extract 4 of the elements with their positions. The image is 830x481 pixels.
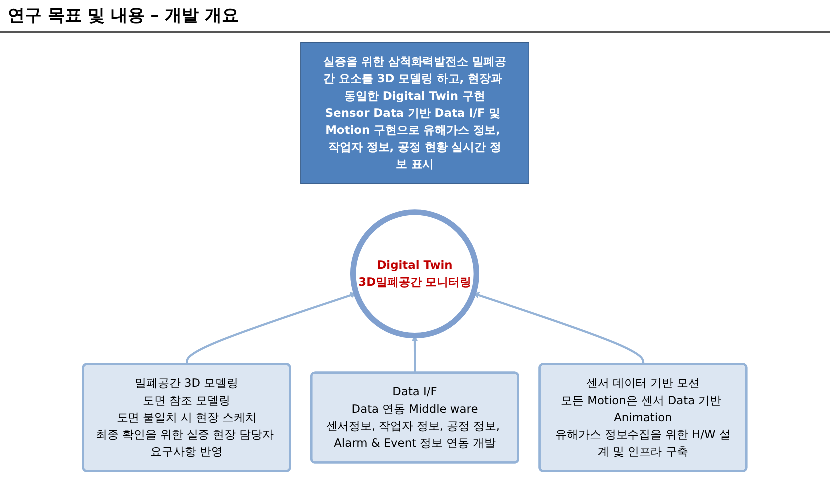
node-circle: Digital Twin 3D밀폐공간 모니터링 bbox=[350, 210, 480, 339]
node-box: 실증을 위한 삼척화력발전소 밀폐공간 요소를 3D 모델링 하고, 현장과 동일한 Digital Twin 구현 Sensor Data 기반 Data I/F 및 Motion 구현으로 유해가스 정보, 작업자 정보, 공정 현황 실시간 정보 표시 bbox=[300, 42, 530, 184]
page-title: 연구 목표 및 내용 – 개발 개요 bbox=[0, 0, 830, 33]
arrow bbox=[473, 292, 645, 365]
